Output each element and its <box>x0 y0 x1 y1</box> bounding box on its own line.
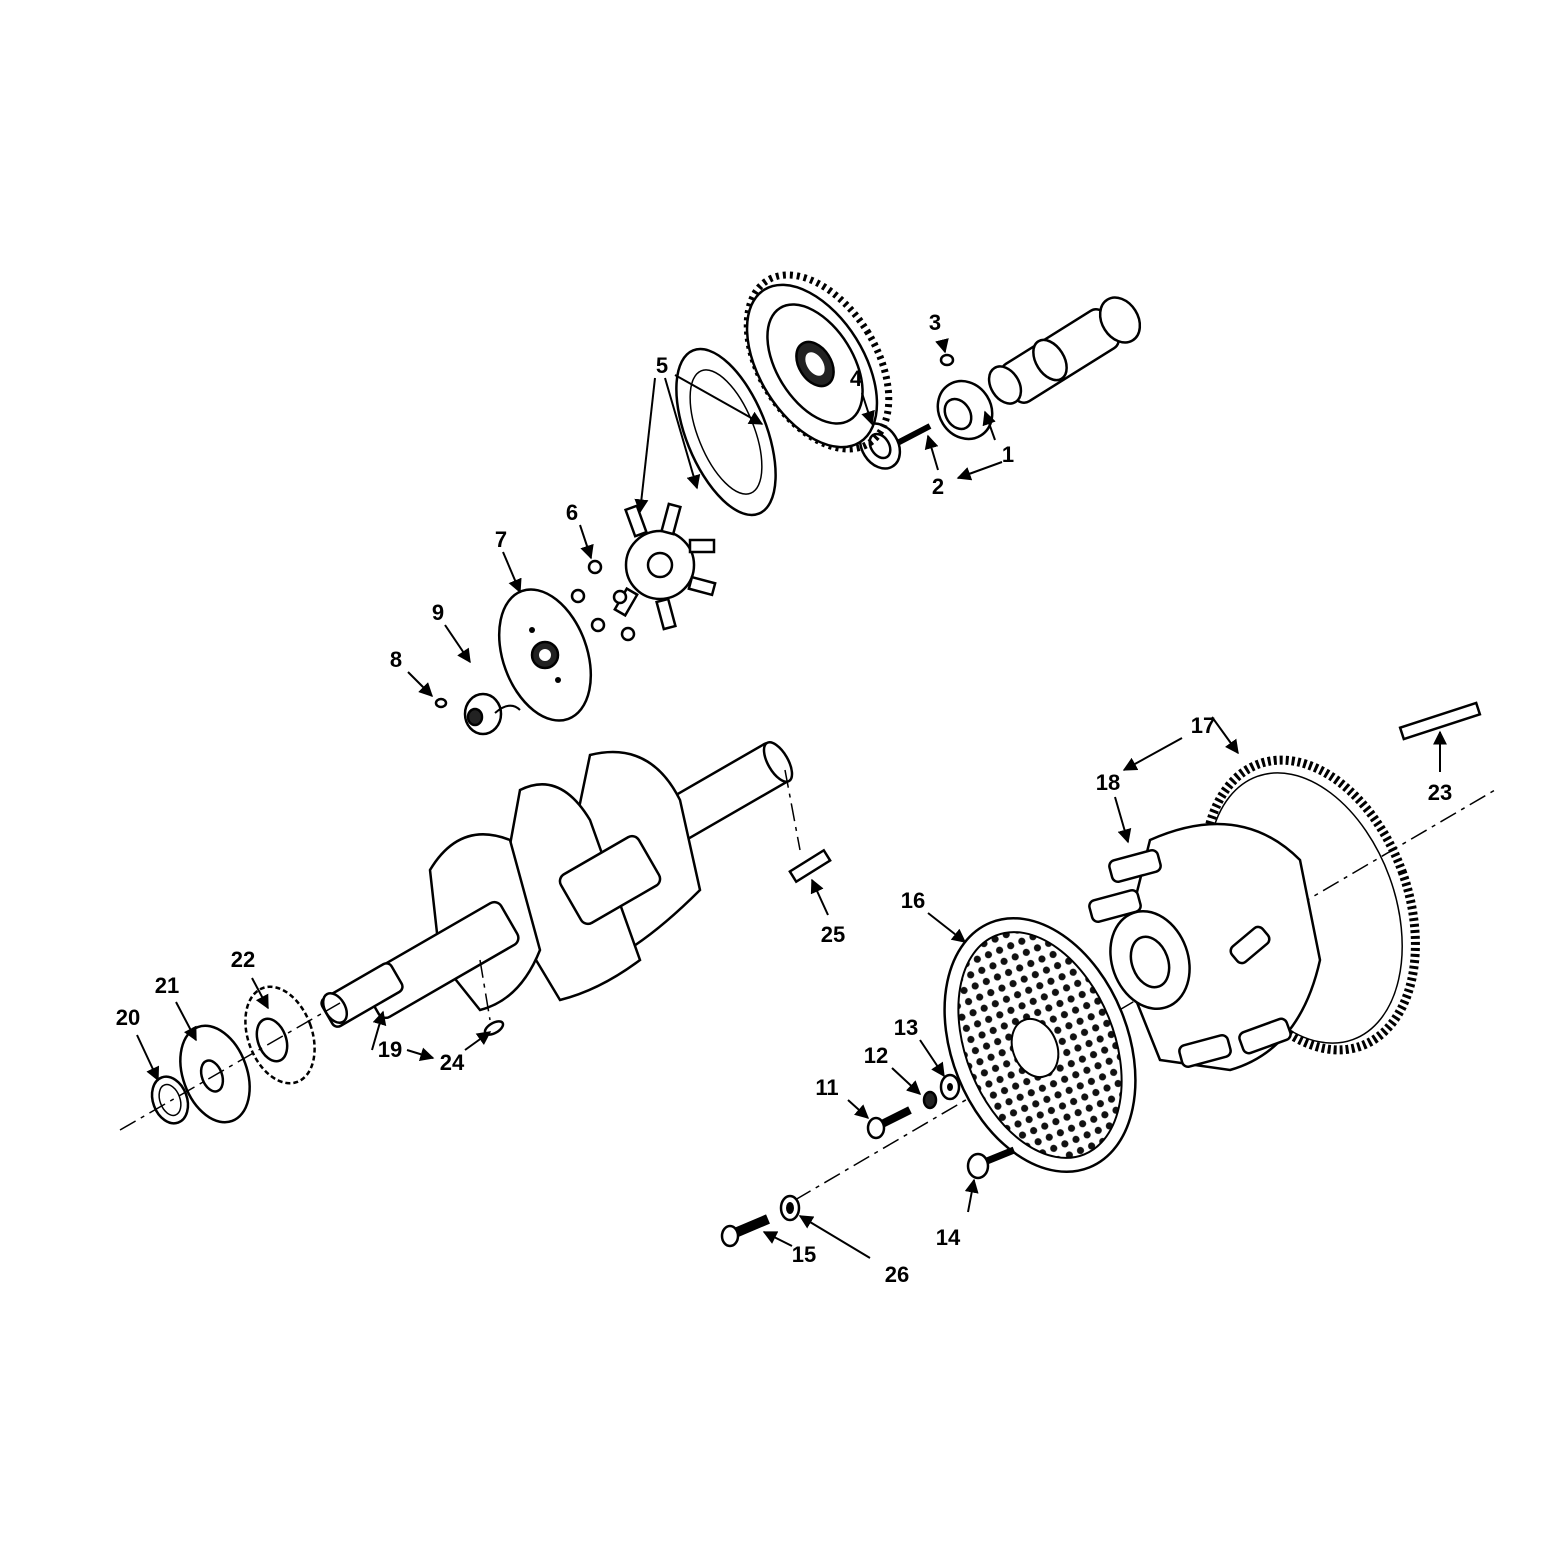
callout-18: 18 <box>1096 770 1120 795</box>
callout-11: 11 <box>815 1075 838 1100</box>
callout-19: 19 <box>378 1037 402 1062</box>
retaining-clip <box>434 697 448 709</box>
callout-2: 2 <box>932 474 944 499</box>
callout-26: 26 <box>885 1262 909 1287</box>
screen-bolt <box>866 1106 912 1140</box>
governor-weight-spider <box>613 502 717 631</box>
bolt-washer <box>779 1194 801 1222</box>
callout-7: 7 <box>495 527 507 552</box>
callout-12: 12 <box>864 1043 888 1068</box>
callout-13: 13 <box>894 1015 918 1040</box>
rotating-screen <box>943 916 1137 1174</box>
steel-ball <box>939 353 955 367</box>
keyway-guide-24 <box>479 959 491 1021</box>
screen-screw <box>966 1146 1016 1180</box>
callout-5: 5 <box>656 353 668 378</box>
camshaft <box>936 296 1142 441</box>
callout-16: 16 <box>901 888 925 913</box>
governor-balls <box>570 559 636 642</box>
keyway-guide-25 <box>784 769 801 851</box>
callout-17: 17 <box>1191 713 1215 738</box>
woodruff-key-25 <box>788 848 832 884</box>
callout-14: 14 <box>936 1225 961 1250</box>
lock-washer-12 <box>922 1090 938 1110</box>
crank-gear <box>244 985 316 1085</box>
flywheel <box>1088 822 1322 1072</box>
flywheel-key <box>1398 701 1482 741</box>
callout-4: 4 <box>850 366 863 391</box>
leader-lines <box>136 338 1447 1259</box>
flywheel-bolt <box>720 1214 770 1248</box>
cam-gear <box>743 271 893 453</box>
callout-21: 21 <box>155 973 179 998</box>
snap-ring <box>150 1075 190 1125</box>
callout-15: 15 <box>792 1242 816 1267</box>
callout-25: 25 <box>821 922 845 947</box>
governor-collar <box>463 692 503 736</box>
callout-6: 6 <box>566 500 578 525</box>
governor-plate <box>497 588 593 722</box>
callout-20: 20 <box>116 1005 140 1030</box>
callout-24: 24 <box>440 1050 465 1075</box>
callout-22: 22 <box>231 947 255 972</box>
crank-axis-line <box>119 1002 341 1131</box>
callout-9: 9 <box>432 600 444 625</box>
callout-3: 3 <box>929 310 941 335</box>
callout-1: 1 <box>1002 442 1014 467</box>
crank-washer <box>179 1024 251 1124</box>
flat-washer-13 <box>939 1073 961 1101</box>
callout-23: 23 <box>1428 780 1452 805</box>
callout-labels: 1 2 3 4 5 6 7 8 9 11 12 13 14 15 16 17 1… <box>116 310 1452 1287</box>
callout-8: 8 <box>390 647 402 672</box>
crankshaft <box>320 741 794 1028</box>
thrust-washer <box>858 422 902 470</box>
